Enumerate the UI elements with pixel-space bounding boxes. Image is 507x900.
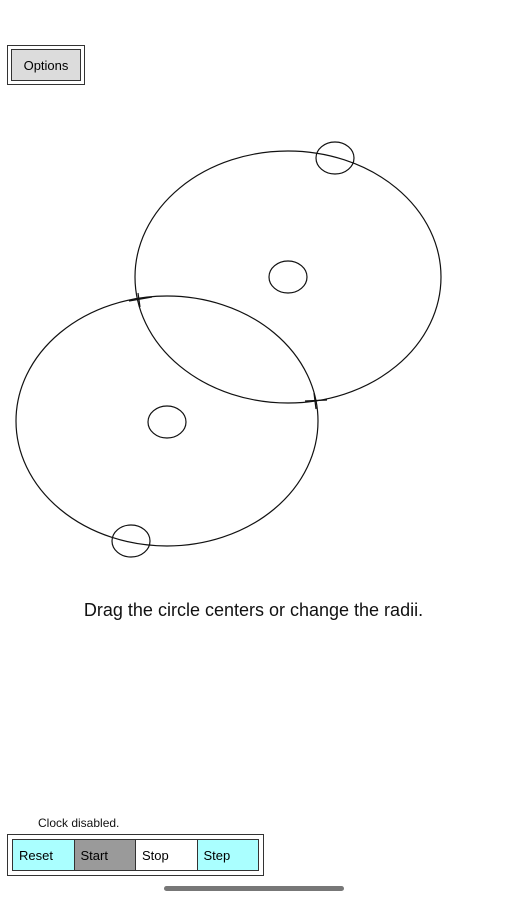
lower-center-handle[interactable] — [147, 405, 187, 439]
clock-status: Clock disabled. — [38, 816, 120, 830]
upper-radius-handle[interactable] — [315, 141, 355, 175]
home-indicator[interactable] — [164, 886, 344, 891]
reset-button[interactable]: Reset — [12, 839, 75, 871]
circle-upper — [134, 150, 442, 404]
clock-controls: Reset Start Stop Step — [7, 834, 264, 876]
upper-center-handle[interactable] — [268, 260, 308, 294]
start-button[interactable]: Start — [73, 839, 136, 871]
circle-lower — [15, 295, 319, 547]
stop-button[interactable]: Stop — [135, 839, 198, 871]
step-button[interactable]: Step — [196, 839, 259, 871]
lower-radius-handle[interactable] — [111, 524, 151, 558]
options-button[interactable]: Options — [11, 49, 81, 81]
intersection-mark-bottom — [304, 392, 328, 410]
options-container: Options — [7, 45, 85, 85]
intersection-mark-top — [128, 292, 153, 308]
instruction-text: Drag the circle centers or change the ra… — [83, 600, 424, 620]
